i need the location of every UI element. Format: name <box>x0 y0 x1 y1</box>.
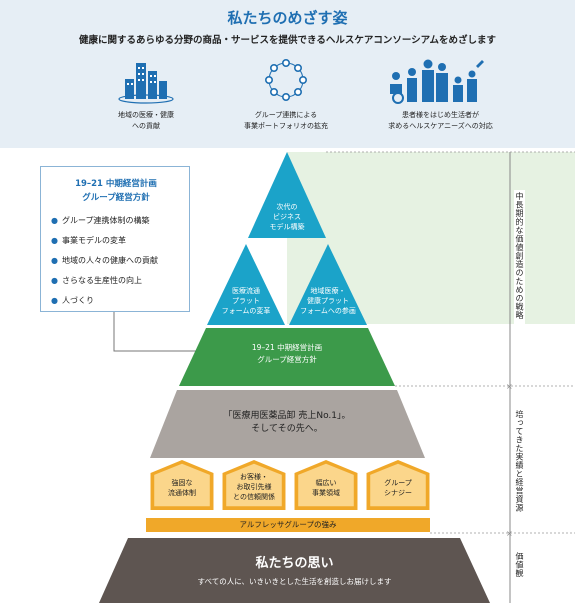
svg-text:×: × <box>506 529 513 538</box>
policy-item: ●さらなる生産性の向上 <box>51 276 142 285</box>
side-label-strategy: 中長期的な価値創造のための戦略 <box>514 190 525 334</box>
triangle-left-label: 医療流通プラットフォームの変革 <box>221 287 271 315</box>
policy-title: 19–21 中期経営計画グループ経営方針 <box>75 179 157 203</box>
triangle-left <box>207 244 285 325</box>
vision-title: 私たちのめざす姿 <box>227 9 348 27</box>
policy-item: ●事業モデルの変革 <box>51 236 126 245</box>
policy-item: ●人づくり <box>51 296 94 305</box>
policy-item: ●地域の人々の健康への貢献 <box>51 256 158 265</box>
strength-label-4: グループシナジー <box>384 479 412 497</box>
band-green <box>179 328 395 386</box>
side-label-resources: 培ってきた実績と経営資源 <box>514 408 525 532</box>
vision-band <box>0 0 575 148</box>
strength-label-2: お客様・お取引先様との信頼関係 <box>233 473 275 501</box>
triangle-right <box>289 244 367 325</box>
band-gray <box>150 390 425 458</box>
triangle-top-label: 次代のビジネスモデル構築 <box>269 203 305 231</box>
svg-text:×: × <box>506 382 513 391</box>
base-title: 私たちの思い <box>255 556 334 571</box>
side-label-values: 価値観 <box>514 550 525 594</box>
people-family-icon <box>390 59 484 104</box>
strength-bar <box>146 518 430 532</box>
feature-caption-2: グループ連携による事業ポートフォリオの拡充 <box>244 111 328 130</box>
policy-item: ●グループ連携体制の構築 <box>51 216 150 225</box>
connector-line <box>113 312 205 352</box>
city-buildings-icon <box>118 63 174 104</box>
triangle-top <box>248 152 326 238</box>
policy-box: 19–21 中期経営計画グループ経営方針 ●グループ連携体制の構築 ●事業モデル… <box>40 166 190 312</box>
vision-subtitle: 健康に関するあらゆる分野の商品・サービスを提供できるヘルスケアコンソーシアムをめ… <box>79 35 496 46</box>
green-band-label: 19–21 中期経営計画グループ経営方針 <box>251 343 323 364</box>
triangle-right-label: 地域医療・健康プラットフォームへの参画 <box>300 287 356 315</box>
connected-circle-icon <box>264 58 307 101</box>
strength-label-3: 幅広い事業領域 <box>312 479 340 497</box>
strength-house-4 <box>366 460 430 510</box>
base-band <box>99 538 490 603</box>
strength-house-3 <box>294 460 358 510</box>
strength-label-1: 強固な流通体制 <box>168 479 196 497</box>
strength-house-2 <box>222 460 286 510</box>
strength-bar-label: アルフレッサグループの強み <box>239 520 337 529</box>
feature-caption-3: 患者様をはじめ生活者が求めるヘルスケアニーズへの対応 <box>388 111 493 130</box>
feature-caption-1: 地域の医療・健康への貢献 <box>118 111 174 130</box>
strength-house-1 <box>150 460 214 510</box>
gray-band-label: 「医療用医薬品卸 売上No.1」。そしてその先へ。 <box>223 411 351 434</box>
base-subtitle: すべての人に、いきいきとした生活を創造しお届けします <box>197 577 392 586</box>
